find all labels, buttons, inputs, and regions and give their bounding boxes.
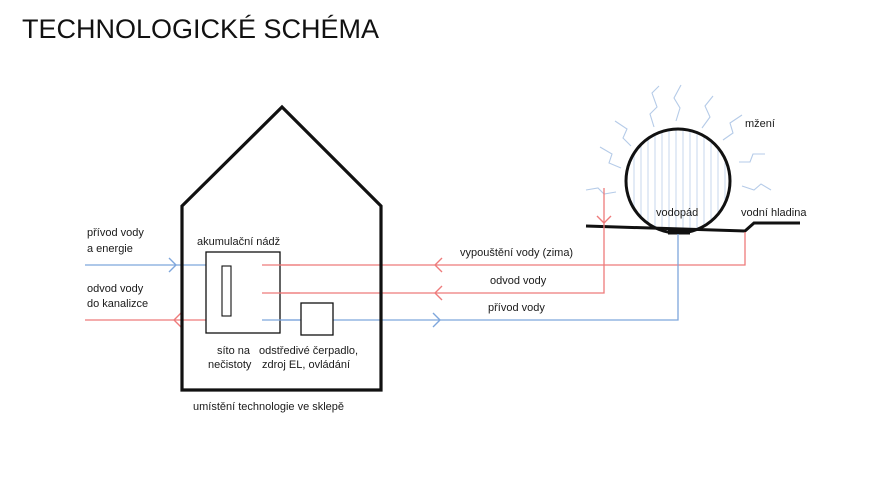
chevron-arrow-icon <box>434 285 443 301</box>
pipe-winter-release <box>262 232 746 266</box>
label-filter-2: nečistoty <box>208 359 252 371</box>
page-title: TECHNOLOGICKÉ SCHÉMA <box>22 14 380 44</box>
chevron-arrow-icon <box>168 257 177 273</box>
label-supply-in-2: a energie <box>87 243 133 255</box>
label-waterfall: vodopád <box>656 207 698 219</box>
label-supply-in-1: přívod vody <box>87 227 144 239</box>
label-pump-1: odstředivé čerpadlo, <box>259 345 358 357</box>
filter-screen <box>221 265 232 317</box>
pump-unit <box>300 302 334 336</box>
pipe-water-outlet <box>262 188 605 294</box>
chevron-arrow-icon <box>173 312 182 328</box>
chevron-arrow-icon <box>596 215 612 224</box>
label-tank: akumulační nádž <box>197 236 280 248</box>
label-evaporation: mžení <box>745 118 775 130</box>
label-filter-1: síto na <box>217 345 251 357</box>
chevron-arrow-icon <box>432 312 441 328</box>
label-water-level: vodní hladina <box>741 207 807 219</box>
label-drain-out-1: odvod vody <box>87 283 144 295</box>
label-winter-release: vypouštění vody (zima) <box>460 247 573 259</box>
water-surface <box>585 221 800 233</box>
mist-wave-icon <box>585 84 772 195</box>
chevron-arrow-icon <box>434 257 443 273</box>
label-pump-2: zdroj EL, ovládání <box>262 359 350 371</box>
pipe-water-inlet <box>262 234 679 321</box>
label-water-inlet: přívod vody <box>488 302 545 314</box>
striped-sphere-icon <box>624 127 732 235</box>
label-location: umístění technologie ve sklepě <box>193 401 344 413</box>
house-outline <box>180 104 383 392</box>
label-water-outlet: odvod vody <box>490 275 547 287</box>
label-drain-out-2: do kanalizce <box>87 298 148 310</box>
